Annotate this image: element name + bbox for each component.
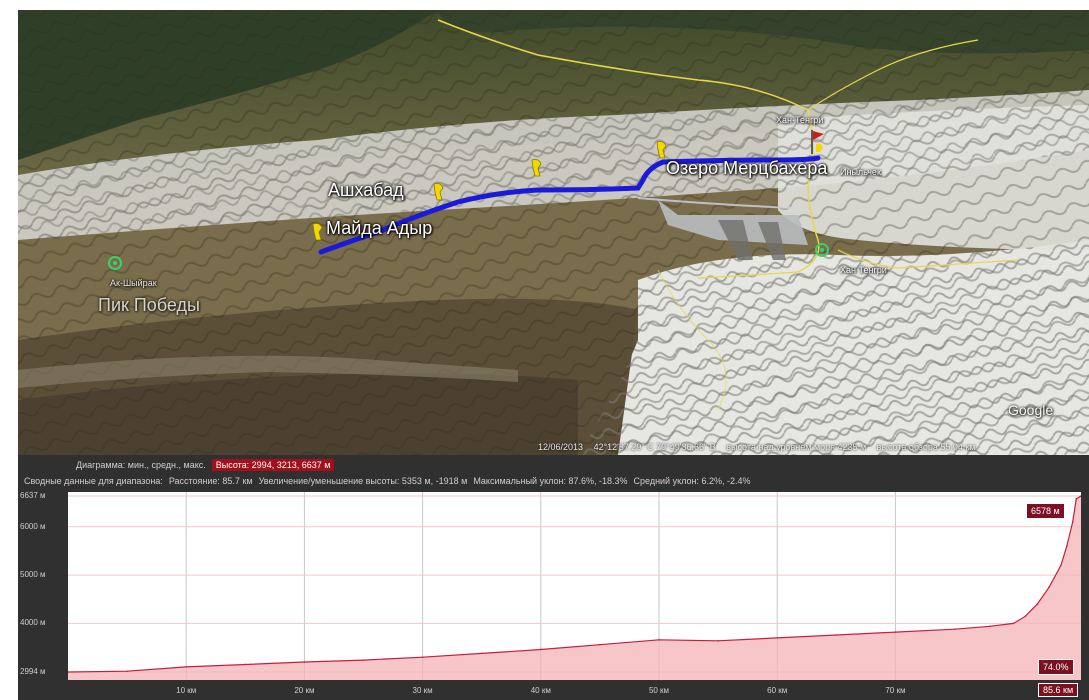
map-label[interactable]: Ашхабад (328, 180, 404, 200)
x-tick-label: 20 км (294, 686, 315, 695)
elevation-point (540, 648, 542, 651)
map-label[interactable]: Ак-Шыйрак (110, 278, 157, 288)
y-tick-label: 5000 м (20, 570, 46, 580)
poi-icon[interactable] (107, 255, 123, 271)
elevation-point (1060, 564, 1062, 567)
elevation-point (1024, 615, 1027, 617)
gain-loss-value: Увеличение/уменьшение высоты: 5353 м, -1… (258, 476, 468, 486)
placemark-icon[interactable] (654, 140, 668, 160)
elevation-point (421, 656, 424, 659)
x-tick-label: 50 км (648, 686, 670, 695)
elevation-point (185, 666, 188, 668)
x-tick-label: 70 км (885, 686, 906, 695)
summary-label: Сводные данные для диапазона: (24, 476, 163, 486)
diagram-label[interactable]: Диаграмма: мин., средн., макс. (76, 460, 206, 470)
map-label[interactable]: Пик Победы (98, 295, 200, 315)
elevation-point (126, 670, 128, 673)
elevation-point (68, 671, 69, 673)
elevation-point (1080, 495, 1081, 497)
elevation-point (362, 659, 365, 661)
elevation-point (776, 637, 779, 639)
elevation-point (244, 663, 247, 666)
elevation-point (717, 639, 719, 642)
x-tick-label: 30 км (412, 686, 433, 695)
x-tick-label: 10 км (176, 686, 197, 695)
distance-value: Расстояние: 85.7 км (168, 476, 253, 486)
elevation-point (1075, 498, 1078, 500)
elevation-point (658, 639, 660, 641)
map-label[interactable]: Озеро Мерцбахера (666, 158, 828, 178)
elevation-area[interactable] (68, 496, 1081, 680)
elevation-point (599, 643, 601, 646)
imagery-date: 12/06/2013 (538, 442, 584, 452)
distance-badge: 85.6 км (1038, 683, 1079, 697)
google-logo: Google (1008, 402, 1054, 418)
y-tick-label: 4000 м (20, 618, 46, 628)
elevation-point (1036, 603, 1039, 605)
x-tick-label: 60 км (767, 686, 788, 695)
flag-icon[interactable] (808, 128, 826, 156)
elevation-line[interactable] (68, 495, 1081, 673)
placemark-icon[interactable] (529, 158, 543, 178)
cursor-coordinates: 42°12'37.29" С 79°49'36.66" В (593, 442, 716, 452)
map-label[interactable]: Хан-Тенгри (776, 115, 824, 125)
map-viewport[interactable]: Ашхабад Майда Адыр Озеро Мерцбахера Пик … (18, 10, 1089, 455)
map-status-bar: 12/06/2013 42°12'37.29" С 79°49'36.66" В… (538, 442, 984, 454)
hover-elevation-badge: 6578 м (1026, 503, 1065, 519)
slope-badge: 74.0% (1038, 659, 1074, 675)
elevation-point (953, 628, 956, 630)
elevation-point (1071, 521, 1074, 523)
eye-altitude: высота обзора 55.04 км (876, 442, 976, 452)
elevation-point (894, 631, 897, 633)
elevation-point (480, 652, 483, 655)
x-tick-label: 40 км (530, 686, 551, 695)
max-slope-value: Максимальный уклон: 87.6%, -18.3% (473, 476, 628, 486)
elevation-chart[interactable] (68, 492, 1081, 680)
elevation-point (303, 661, 306, 663)
elevation-profile-panel: Диаграмма: мин., средн., макс. Высота: 2… (18, 455, 1089, 700)
elevation-point (1012, 622, 1015, 625)
elevation-point (989, 625, 991, 628)
y-tick-label: 2994 м (20, 667, 46, 676)
elevation-point (1066, 545, 1068, 547)
elevation-chart-svg[interactable] (68, 492, 1081, 680)
profile-header-row: Диаграмма: мин., средн., макс. Высота: 2… (76, 458, 340, 472)
avg-slope-value: Средний уклон: 6.2%, -2.4% (633, 476, 751, 486)
map-label[interactable]: Хан Тенгри (840, 265, 887, 275)
placemark-icon[interactable] (310, 222, 324, 242)
map-label[interactable]: Иныльчек (840, 167, 881, 177)
elevation-point (835, 634, 838, 636)
profile-summary-row: Сводные данные для диапазона: Расстояние… (24, 474, 756, 488)
y-tick-label: 6637 м (20, 491, 46, 500)
map-label[interactable]: Майда Адыр (326, 218, 433, 238)
elevation-point (1048, 586, 1050, 588)
placemark-icon[interactable] (431, 182, 445, 202)
y-tick-label: 6000 м (20, 521, 46, 531)
elevation-stats-badge[interactable]: Высота: 2994, 3213, 6637 м (211, 459, 335, 471)
poi-icon[interactable] (814, 242, 830, 258)
terrain-imagery (18, 10, 1089, 455)
cursor-elevation: высота над уровнем моря 4235 м (726, 442, 867, 452)
